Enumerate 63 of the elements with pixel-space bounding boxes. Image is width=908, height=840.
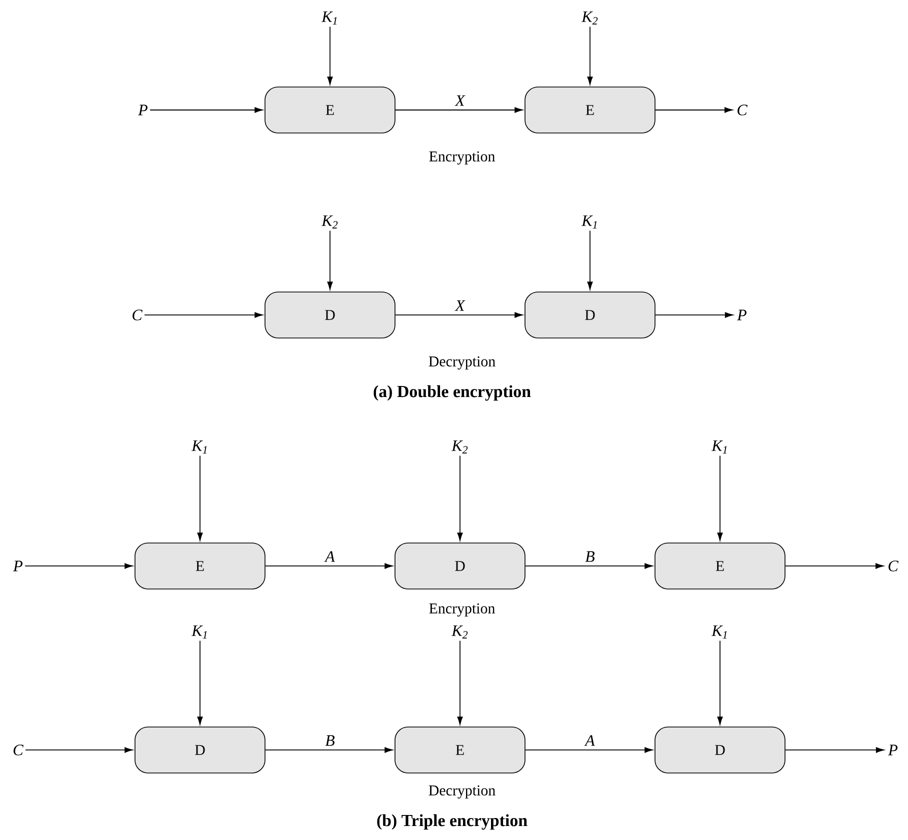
variable-label: K$_{1}$ <box>711 625 727 638</box>
variable-label: C <box>888 560 898 572</box>
variable-label: K$_{2}$ <box>321 215 338 228</box>
arrow <box>457 455 463 541</box>
arrow <box>197 640 203 725</box>
process-box: E <box>264 86 396 134</box>
arrow <box>524 563 653 569</box>
edge-label: X <box>454 94 466 107</box>
arrow <box>524 747 653 753</box>
arrow <box>654 107 733 113</box>
variable-label: C <box>738 104 748 116</box>
process-box: D <box>394 542 526 590</box>
process-box: D <box>524 292 656 338</box>
caption: (a) Double encryption <box>374 385 531 401</box>
arrow <box>327 230 333 290</box>
row-label: Decryption <box>428 356 496 370</box>
edge-label: A <box>584 734 596 747</box>
arrow <box>327 26 333 85</box>
edge-label: B <box>324 734 336 747</box>
process-box: E <box>134 542 266 590</box>
row-label: Encryption <box>429 151 495 165</box>
process-box: E <box>394 726 526 774</box>
variable-label: K$_{1}$ <box>191 625 207 638</box>
edge-label: X <box>454 299 466 312</box>
arrow <box>24 563 133 569</box>
variable-label: K$_{1}$ <box>191 440 207 454</box>
arrow <box>784 747 884 753</box>
variable-label: K$_{2}$ <box>581 11 598 24</box>
edge-label: B <box>584 550 596 563</box>
row-label: Encryption <box>429 603 495 617</box>
process-box: E <box>524 86 656 134</box>
arrow <box>264 747 393 753</box>
process-box: E <box>654 542 786 590</box>
variable-label: K$_{1}$ <box>321 11 337 24</box>
arrow <box>717 640 723 725</box>
variable-label: C <box>132 310 142 320</box>
edge-label: A <box>324 550 336 563</box>
arrow <box>717 455 723 541</box>
variable-label: P <box>737 310 746 320</box>
arrow <box>587 230 593 290</box>
arrow <box>394 107 523 113</box>
variable-label: K$_{2}$ <box>451 625 468 638</box>
arrow <box>784 563 884 569</box>
arrow <box>394 312 523 318</box>
variable-label: K$_{1}$ <box>581 215 597 228</box>
variable-label: P <box>888 744 898 756</box>
arrow <box>264 563 393 569</box>
arrow <box>457 640 463 725</box>
caption: (b) Triple encryption <box>377 814 528 830</box>
process-box: D <box>654 726 786 774</box>
variable-label: P <box>13 560 22 572</box>
arrow <box>25 747 133 753</box>
arrow <box>654 312 734 318</box>
variable-label: K$_{2}$ <box>451 440 468 454</box>
process-box: D <box>134 726 266 774</box>
arrow <box>587 26 593 85</box>
arrow <box>197 455 203 541</box>
arrow <box>150 107 263 113</box>
variable-label: C <box>14 744 24 756</box>
arrow <box>144 312 263 318</box>
process-box: D <box>264 292 396 338</box>
variable-label: K$_{1}$ <box>711 440 727 454</box>
variable-label: P <box>138 104 148 116</box>
